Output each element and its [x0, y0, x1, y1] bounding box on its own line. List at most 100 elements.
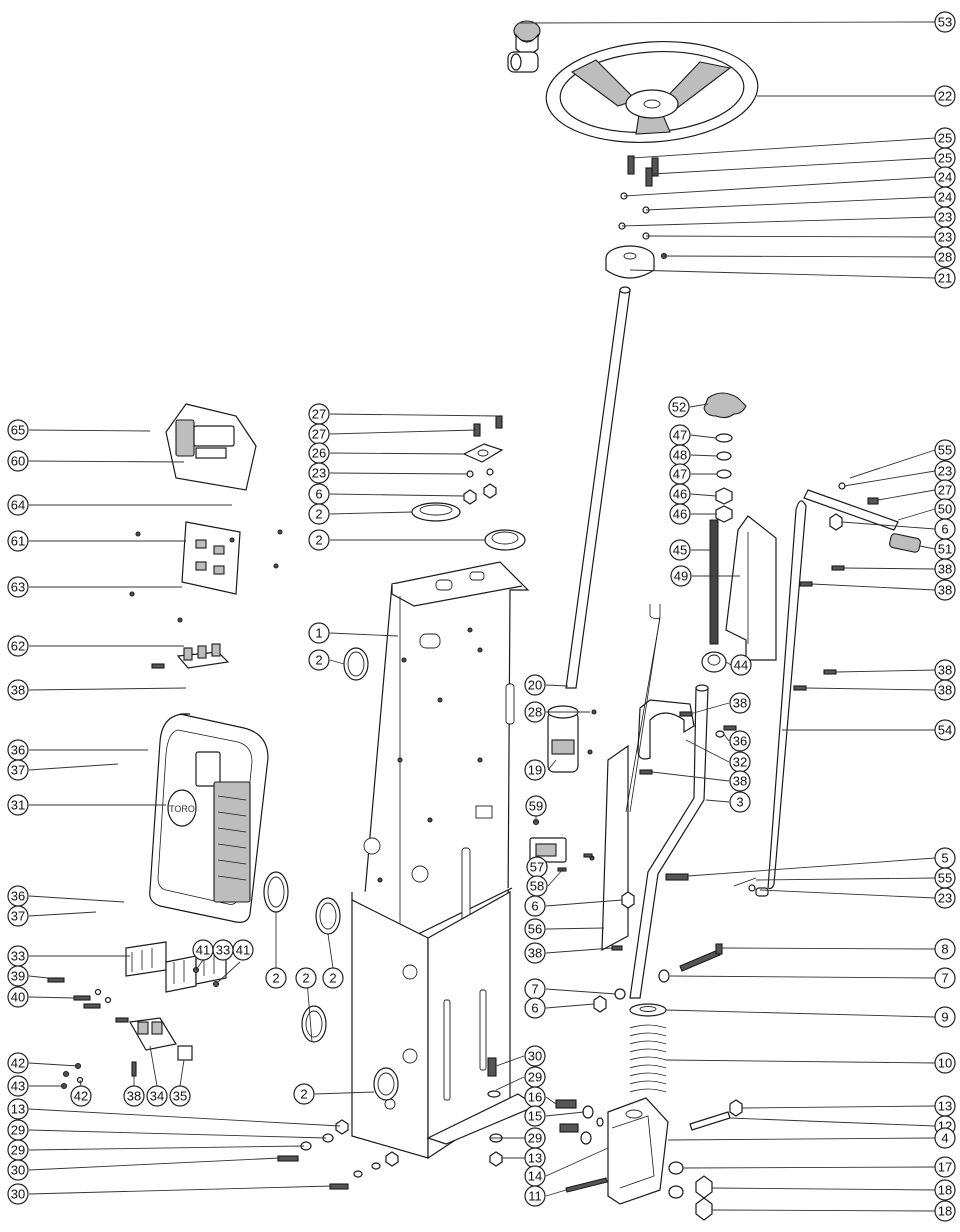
callout: 18: [934, 1179, 956, 1201]
svg-text:31: 31: [11, 798, 25, 813]
pivot-pin-part: [689, 1099, 743, 1131]
svg-text:37: 37: [11, 909, 25, 924]
svg-text:5: 5: [941, 851, 948, 866]
callout: 15: [524, 1105, 546, 1127]
svg-text:38: 38: [938, 663, 952, 678]
svg-text:16: 16: [528, 1090, 542, 1105]
svg-text:61: 61: [11, 534, 25, 549]
svg-text:38: 38: [733, 696, 747, 711]
callout: 6: [934, 518, 956, 540]
callout: 23: [934, 460, 956, 482]
callout: 13: [934, 1095, 956, 1117]
callout: 14: [524, 1165, 546, 1187]
svg-text:4: 4: [941, 1131, 948, 1146]
small-screws-part: [47, 977, 112, 1090]
svg-text:2: 2: [315, 533, 322, 548]
svg-text:20: 20: [528, 678, 542, 693]
callout: 6: [308, 483, 330, 505]
callout: 27: [308, 403, 330, 425]
callout: 3: [729, 791, 751, 813]
svg-text:2: 2: [302, 971, 309, 986]
svg-text:41: 41: [196, 943, 210, 958]
yoke-part: [607, 1097, 669, 1205]
callout: 58: [526, 875, 548, 897]
svg-text:10: 10: [938, 1056, 952, 1071]
svg-text:15: 15: [528, 1109, 542, 1124]
callout: 38: [123, 1085, 145, 1107]
callout: 38: [729, 692, 751, 714]
svg-text:65: 65: [11, 423, 25, 438]
svg-text:55: 55: [938, 443, 952, 458]
steering-wheel-part: [545, 40, 759, 144]
spring-washer-part: [629, 1003, 667, 1017]
callout: 27: [934, 479, 956, 501]
bushing-part: [701, 651, 727, 673]
callout: 37: [7, 759, 29, 781]
callout: 13: [7, 1098, 29, 1120]
lever-bracket-part: [725, 515, 777, 661]
svg-text:42: 42: [11, 1056, 25, 1071]
callout: 35: [169, 1085, 191, 1107]
svg-text:26: 26: [312, 446, 326, 461]
callout: 38: [729, 770, 751, 792]
svg-text:33: 33: [11, 949, 25, 964]
adjust-knob-stack-part: [703, 392, 747, 523]
svg-text:29: 29: [11, 1143, 25, 1158]
svg-text:40: 40: [11, 990, 25, 1005]
callout: 33: [212, 939, 234, 961]
callout: 17: [934, 1156, 956, 1178]
callout: 53: [934, 11, 956, 33]
svg-text:2: 2: [300, 1087, 307, 1102]
svg-text:2: 2: [329, 971, 336, 986]
u-joint-part: [547, 705, 597, 773]
callout: 29: [7, 1119, 29, 1141]
callout: 29: [524, 1127, 546, 1149]
callout: 30: [524, 1045, 546, 1067]
callout: 61: [7, 530, 29, 552]
svg-text:63: 63: [11, 580, 25, 595]
clamp-part: [637, 699, 737, 775]
svg-text:38: 38: [528, 946, 542, 961]
callout: 10: [934, 1052, 956, 1074]
svg-text:43: 43: [11, 1079, 25, 1094]
fuse-block-part: [151, 643, 230, 669]
svg-text:6: 6: [531, 899, 538, 914]
svg-text:13: 13: [938, 1099, 952, 1114]
callout: 25: [934, 147, 956, 169]
svg-text:42: 42: [74, 1089, 88, 1104]
svg-text:28: 28: [938, 250, 952, 265]
spring-part: [629, 1024, 667, 1093]
svg-text:35: 35: [173, 1089, 187, 1104]
svg-text:21: 21: [938, 271, 952, 286]
tower-base-part: [351, 890, 538, 1160]
callout: 30: [7, 1183, 29, 1205]
callout: 38: [934, 579, 956, 601]
svg-text:23: 23: [938, 464, 952, 479]
callout: 21: [934, 267, 956, 289]
callout: 26: [308, 442, 330, 464]
callout: 42: [70, 1085, 92, 1107]
callout: 55: [934, 439, 956, 461]
svg-text:7: 7: [941, 971, 948, 986]
svg-text:11: 11: [528, 1189, 542, 1204]
svg-text:1: 1: [315, 626, 322, 641]
callout: 23: [934, 226, 956, 248]
callout: 38: [934, 679, 956, 701]
svg-text:30: 30: [11, 1187, 25, 1202]
callout: 9: [934, 1006, 956, 1028]
svg-text:57: 57: [530, 860, 544, 875]
callout: 36: [729, 730, 751, 752]
callout: 2: [322, 967, 344, 989]
callout: 50: [934, 498, 956, 520]
callout: 6: [524, 997, 546, 1019]
callout: 47: [669, 424, 691, 446]
svg-text:25: 25: [938, 151, 952, 166]
steering-hub-part: [605, 245, 655, 279]
hub-fasteners-part: [618, 155, 668, 260]
svg-text:23: 23: [938, 210, 952, 225]
svg-text:34: 34: [150, 1089, 164, 1104]
svg-text:55: 55: [938, 871, 952, 886]
callout: 55: [934, 867, 956, 889]
controller-emblem: TORO: [169, 804, 195, 814]
